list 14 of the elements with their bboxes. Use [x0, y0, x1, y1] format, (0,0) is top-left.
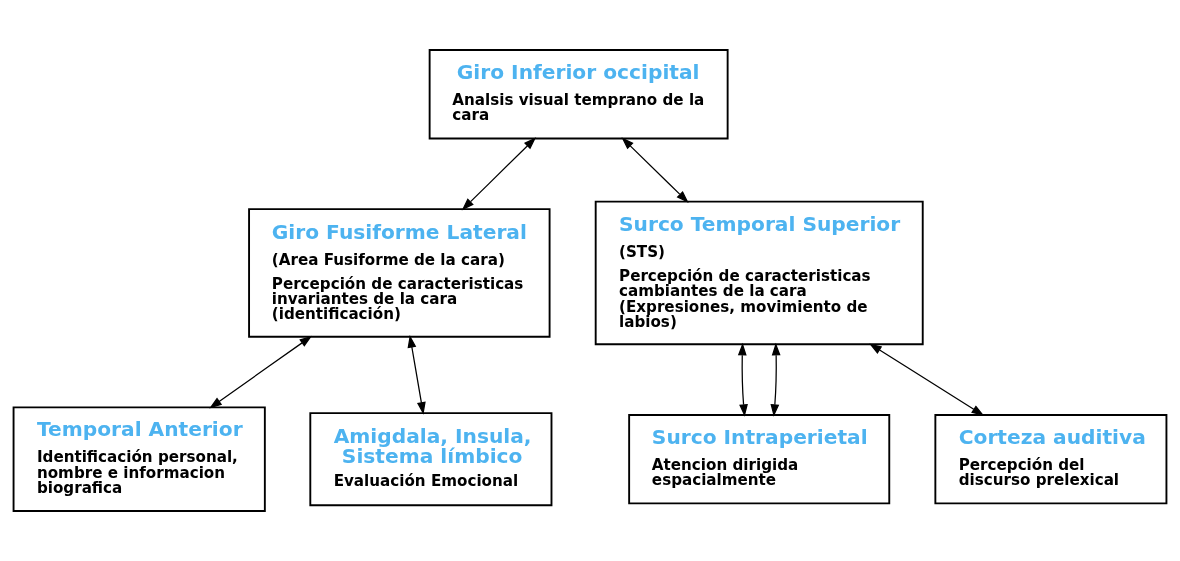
node-box: Surco Temporal Superior (STS) Percepción de caracteristicas cambiantes de la cara (Expresiones, movimiento de labios) — [594, 200, 924, 346]
node-box: Giro Inferior occipital Analsis visual temprano de la cara — [428, 49, 729, 140]
arrow — [209, 335, 313, 409]
arrow — [407, 335, 426, 415]
arrow — [461, 137, 537, 211]
node-box: Amigdala, Insula, Sistema límbico Evaluación Emocional — [309, 412, 553, 507]
arrow — [869, 343, 985, 416]
node-box: Surco Intraperietal Atencion dirigida espacialmente — [628, 414, 891, 505]
node-box: Giro Fusiforme Lateral (Area Fusiforme de la cara) Percepción de caracteristicas invariantes de la cara (identificación) — [248, 208, 551, 338]
node-box: Temporal Anterior Identificación personal, nombre e informacion biografica — [12, 406, 266, 512]
arrow — [621, 137, 689, 203]
arrow — [737, 342, 748, 417]
node-box: Corteza auditiva Percepción del discurso prelexical — [934, 414, 1168, 505]
arrow — [770, 342, 781, 417]
